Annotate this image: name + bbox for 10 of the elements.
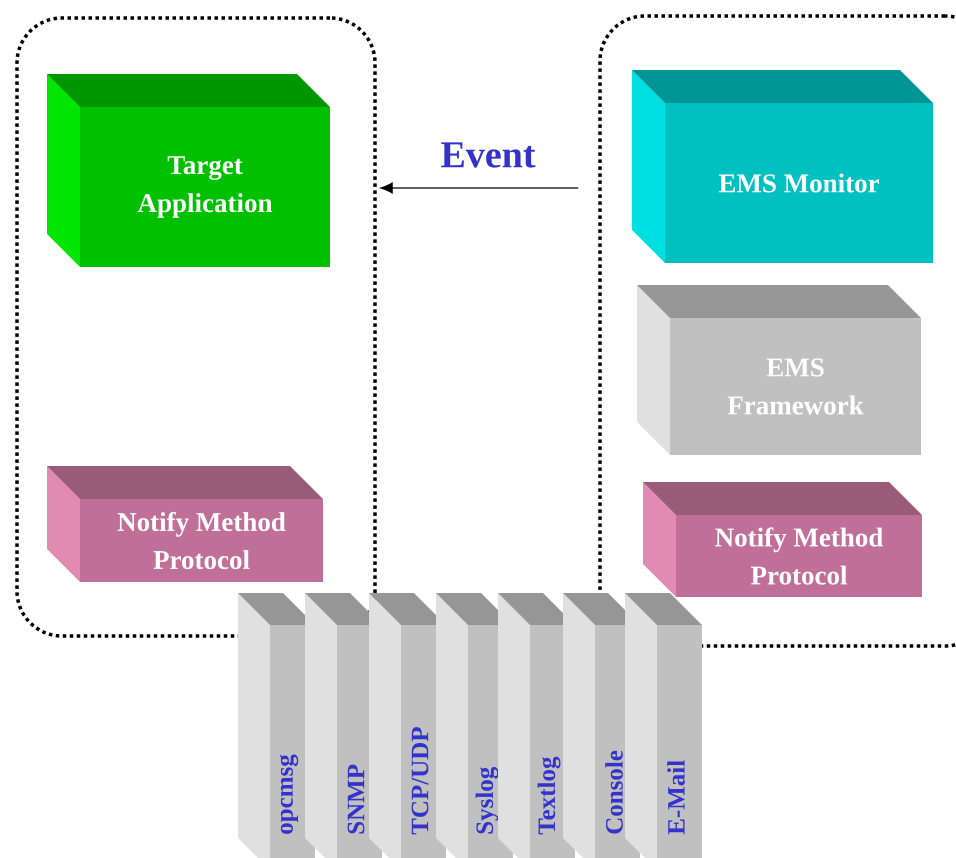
dotted-region (598, 14, 956, 648)
block: EMS Monitor (632, 70, 933, 263)
block: EMS Framework (637, 285, 921, 455)
block: Notify Method Protocol (47, 466, 323, 582)
arrow (380, 182, 578, 194)
block: Notify Method Protocol (643, 482, 922, 597)
edge-label: Event (441, 142, 536, 168)
protocol-bar: E-Mail (625, 593, 702, 858)
dotted-region (15, 16, 377, 638)
block: Target Application (47, 74, 330, 267)
